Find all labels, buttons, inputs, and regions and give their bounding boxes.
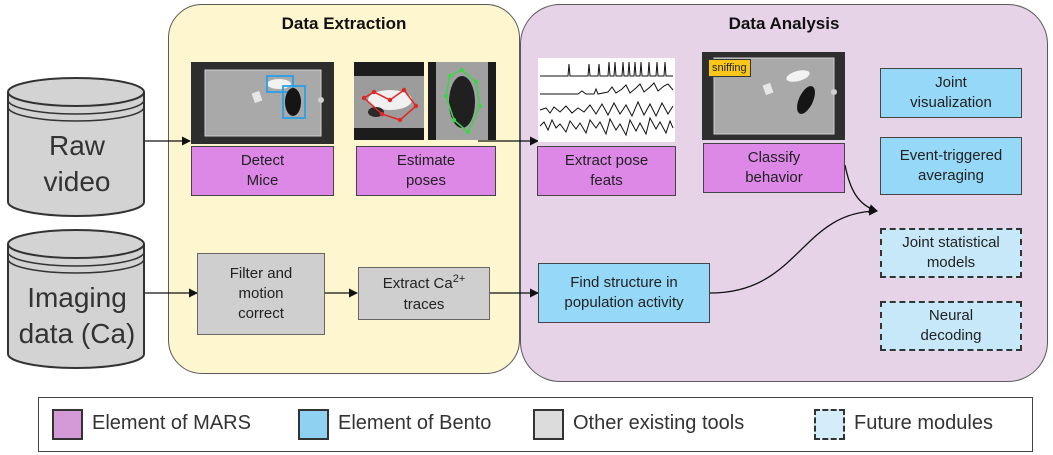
legend-swatch-future [814, 409, 845, 440]
legend-label-future: Future modules [854, 412, 993, 434]
behavior-label-badge: sniffing [708, 59, 751, 77]
pose-estimate-image-1 [354, 62, 424, 140]
data-extraction-title: Data Extraction [281, 14, 407, 33]
legend-swatch-bento [298, 409, 329, 440]
legend: Element of MARS Element of Bento Other e… [38, 397, 1033, 452]
pose-estimate-image-2 [428, 62, 496, 140]
legend-label-other: Other existing tools [573, 412, 745, 434]
pose-feature-traces [538, 58, 675, 142]
legend-swatch-other [533, 409, 564, 440]
legend-swatch-mars [52, 409, 83, 440]
legend-label-bento: Element of Bento [338, 412, 492, 434]
raw-video-database-icon [7, 77, 145, 217]
extract-ca-traces-box[interactable]: Extract Ca2+ traces [358, 267, 490, 320]
detect-mice-image [191, 62, 334, 144]
imaging-database-icon [7, 229, 145, 369]
raw-video-label: Raw video [43, 130, 111, 198]
imaging-data-label: Imaging data (Ca) [18, 282, 136, 350]
data-analysis-title: Data Analysis [728, 14, 840, 33]
legend-label-mars: Element of MARS [92, 412, 251, 434]
behavior-frame-image: sniffing [702, 52, 845, 140]
